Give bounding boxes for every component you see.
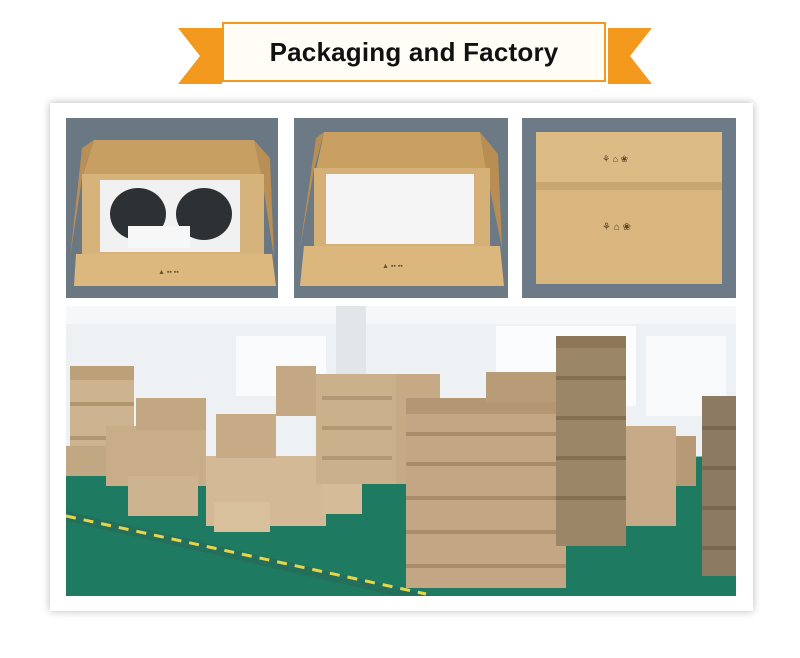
warehouse-photo: [66, 306, 736, 596]
ribbon-left-fold: [200, 28, 222, 84]
svg-text:▲ ▪▪ ▪▪: ▲ ▪▪ ▪▪: [382, 263, 403, 270]
header-banner: Packaging and Factory: [0, 0, 800, 100]
open-box-empty-photo: ▲ ▪▪ ▪▪: [294, 118, 508, 298]
svg-text:⚘ ⌂ ❀: ⚘ ⌂ ❀: [602, 222, 631, 233]
sealed-box-photo: ⚘ ⌂ ❀ ⚘ ⌂ ❀: [522, 118, 736, 298]
open-box-foam-photo: ▲ ▪▪ ▪▪: [66, 118, 278, 298]
ribbon-right-fold: [608, 28, 630, 84]
page-title: Packaging and Factory: [269, 36, 559, 67]
svg-text:⚘ ⌂ ❀: ⚘ ⌂ ❀: [602, 154, 629, 164]
ribbon-left-tail: [178, 28, 200, 84]
title-box: Packaging and Factory: [222, 22, 606, 82]
ribbon-right-tail: [630, 28, 652, 84]
svg-text:▲ ▪▪ ▪▪: ▲ ▪▪ ▪▪: [158, 269, 179, 276]
